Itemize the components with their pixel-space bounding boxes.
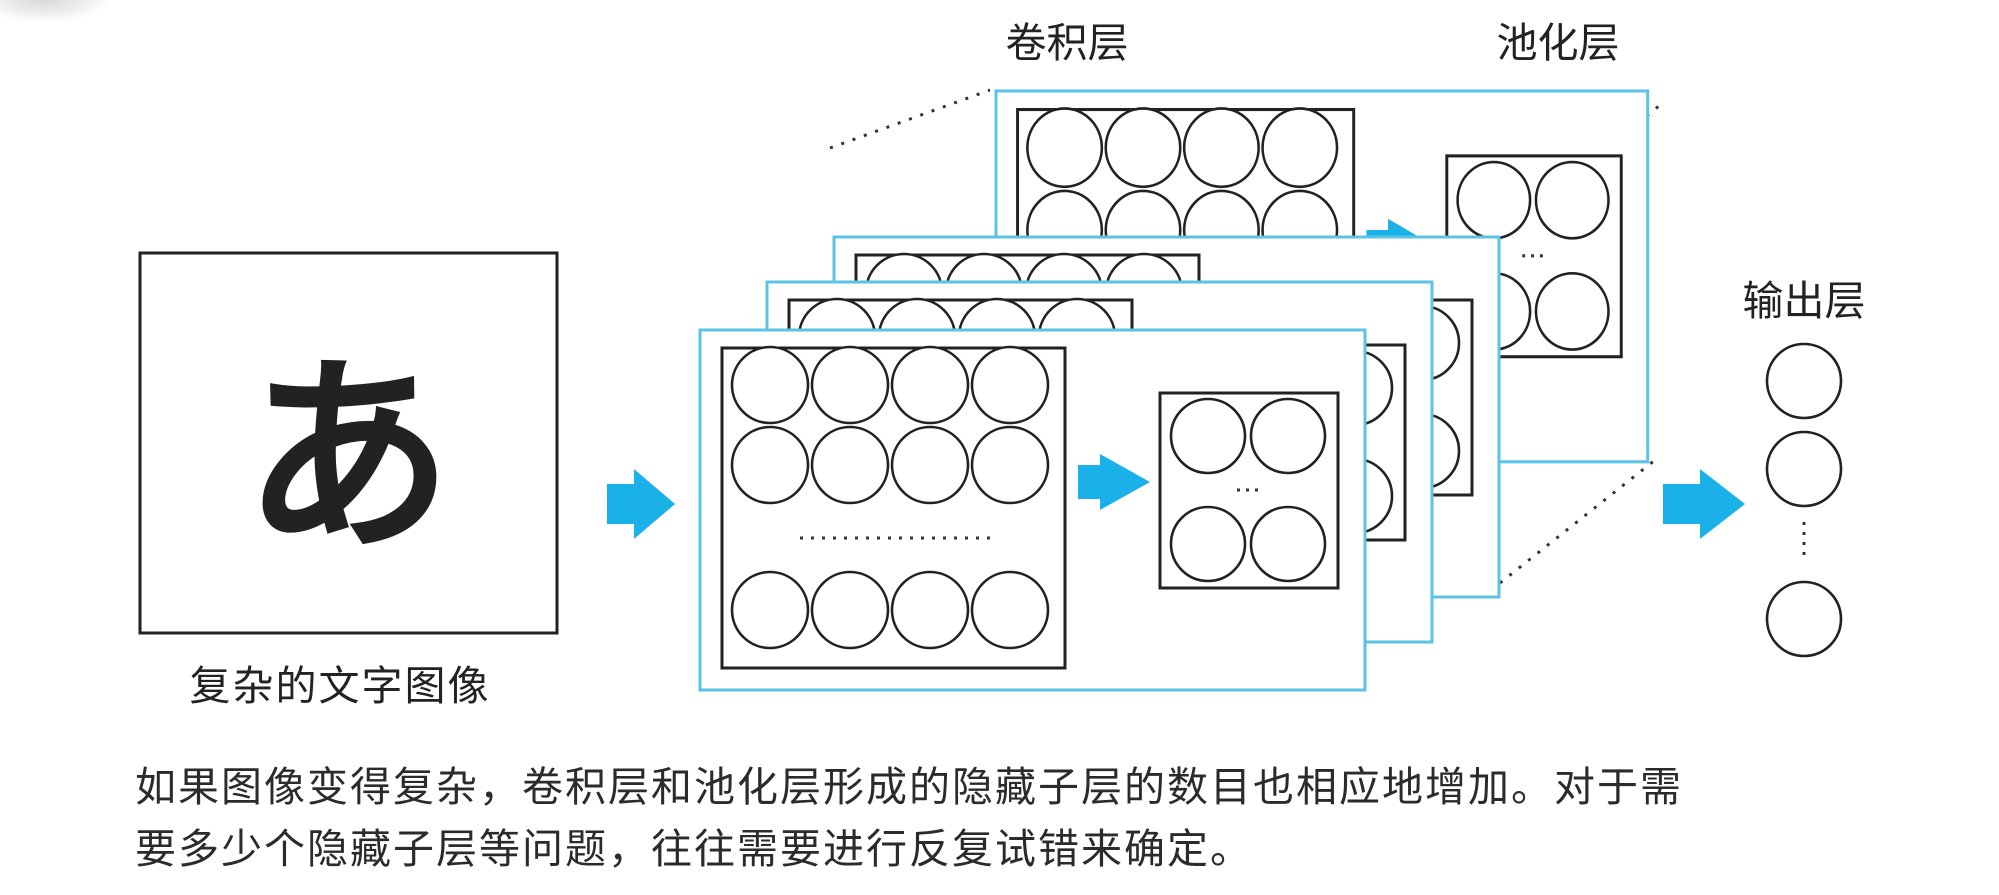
input-image-box [138, 251, 559, 635]
description-line-2: 要多少个隐藏子层等问题，往往需要进行反复试错来确定。 [135, 825, 1253, 873]
input-caption: 复杂的文字图像 [190, 662, 491, 710]
feature-map-frame-front [698, 328, 1367, 692]
corner-shadow [0, 0, 110, 22]
conv-layer-label: 卷积层 [1006, 19, 1129, 67]
output-neurons [1765, 342, 1843, 658]
cnn-diagram: あ 卷积层 池化层 输出层 复杂的文字图像 [138, 19, 1866, 710]
description-line-1: 如果图像变得复杂，卷积层和池化层形成的隐藏子层的数目也相应地增加。对于需 [135, 763, 1683, 811]
input-char: あ [243, 335, 453, 580]
arrow-right-icon [1663, 469, 1745, 539]
description-paragraph: 如果图像变得复杂，卷积层和池化层形成的隐藏子层的数目也相应地增加。对于需 要多少… [135, 756, 1895, 880]
perspective-line [1499, 458, 1656, 585]
perspective-line [829, 88, 991, 150]
arrow-right-icon [607, 469, 675, 539]
pool-layer-label: 池化层 [1497, 19, 1620, 67]
output-layer-label: 输出层 [1743, 277, 1866, 325]
